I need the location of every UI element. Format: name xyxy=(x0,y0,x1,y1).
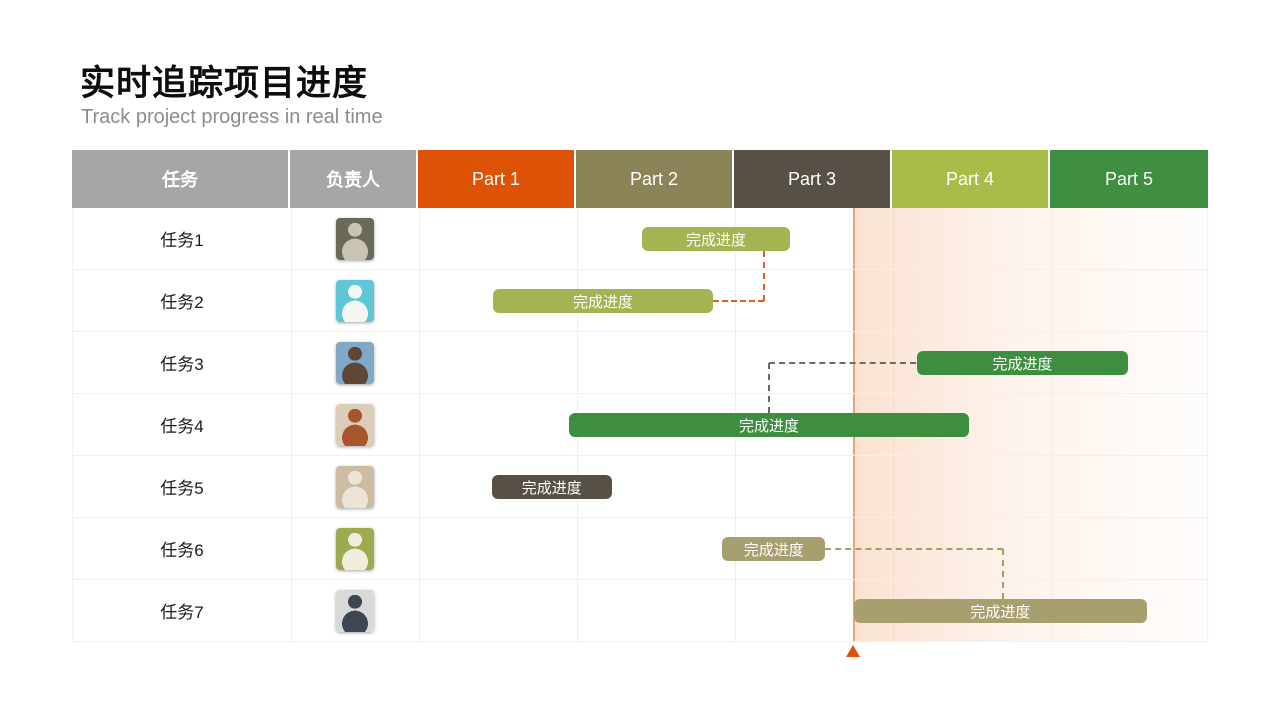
progress-bar: 完成进度 xyxy=(491,475,612,499)
owner-column-header: 负责人 xyxy=(290,150,418,208)
gridline xyxy=(291,208,292,641)
progress-bar: 完成进度 xyxy=(916,351,1129,375)
task-label: 任务2 xyxy=(160,293,204,312)
task-label: 任务3 xyxy=(160,355,204,374)
task-label: 任务1 xyxy=(160,231,204,250)
avatar-woman-cyan-background-icon xyxy=(336,279,374,322)
part-header: Part 3 xyxy=(734,150,892,208)
gantt-body: 任务1 完成进度 任务2 完成进度 任务3 完成进度 任务4 完成进度 任务5 … xyxy=(72,208,1209,642)
table-row: 任务4 完成进度 xyxy=(73,394,1207,456)
owner-cell xyxy=(291,208,419,269)
avatar-man-in-armchair-icon xyxy=(336,217,374,260)
avatar-man-in-suit-icon xyxy=(336,589,374,632)
connector-task6-to-task7 xyxy=(1002,549,1004,599)
part-header: Part 1 xyxy=(418,150,576,208)
owner-cell xyxy=(291,332,419,393)
avatar-woman-with-dog-outdoors-icon xyxy=(336,341,374,384)
table-row: 任务6 完成进度 xyxy=(73,518,1207,580)
table-row: 任务7 完成进度 xyxy=(73,580,1207,642)
connector-task6-to-task7 xyxy=(825,548,1003,550)
task-label: 任务7 xyxy=(160,603,204,622)
owner-cell xyxy=(291,270,419,331)
task-column-header: 任务 xyxy=(72,150,290,208)
page-subtitle: Track project progress in real time xyxy=(81,106,383,128)
connector-task4-to-task3 xyxy=(768,363,770,413)
connector-task1-to-task2 xyxy=(763,251,765,301)
progress-bar: 完成进度 xyxy=(722,537,826,561)
page-title: 实时追踪项目进度 xyxy=(80,64,369,103)
today-marker-triangle-icon xyxy=(845,645,860,657)
task-label: 任务4 xyxy=(160,417,204,436)
table-row: 任务2 完成进度 xyxy=(73,270,1207,332)
owner-cell xyxy=(291,580,419,641)
part-header: Part 4 xyxy=(892,150,1050,208)
owner-cell xyxy=(291,394,419,455)
progress-bar: 完成进度 xyxy=(853,599,1148,623)
progress-bar: 完成进度 xyxy=(641,227,791,251)
owner-cell xyxy=(291,456,419,517)
avatar-woman-in-green-field-icon xyxy=(336,527,374,570)
progress-bar: 完成进度 xyxy=(493,289,713,313)
part-header: Part 2 xyxy=(576,150,734,208)
connector-task4-to-task3 xyxy=(769,362,916,364)
progress-bar: 完成进度 xyxy=(569,413,969,437)
table-row: 任务1 完成进度 xyxy=(73,208,1207,270)
connector-task1-to-task2 xyxy=(713,300,764,302)
task-label: 任务6 xyxy=(160,541,204,560)
owner-cell xyxy=(291,518,419,579)
gridline xyxy=(419,208,420,641)
table-row: 任务5 完成进度 xyxy=(73,456,1207,518)
part-header: Part 5 xyxy=(1050,150,1208,208)
table-row: 任务3 完成进度 xyxy=(73,332,1207,394)
avatar-dancer-beige-background-icon xyxy=(336,403,374,446)
task-label: 任务5 xyxy=(160,479,204,498)
avatar-woman-tan-background-icon xyxy=(336,465,374,508)
